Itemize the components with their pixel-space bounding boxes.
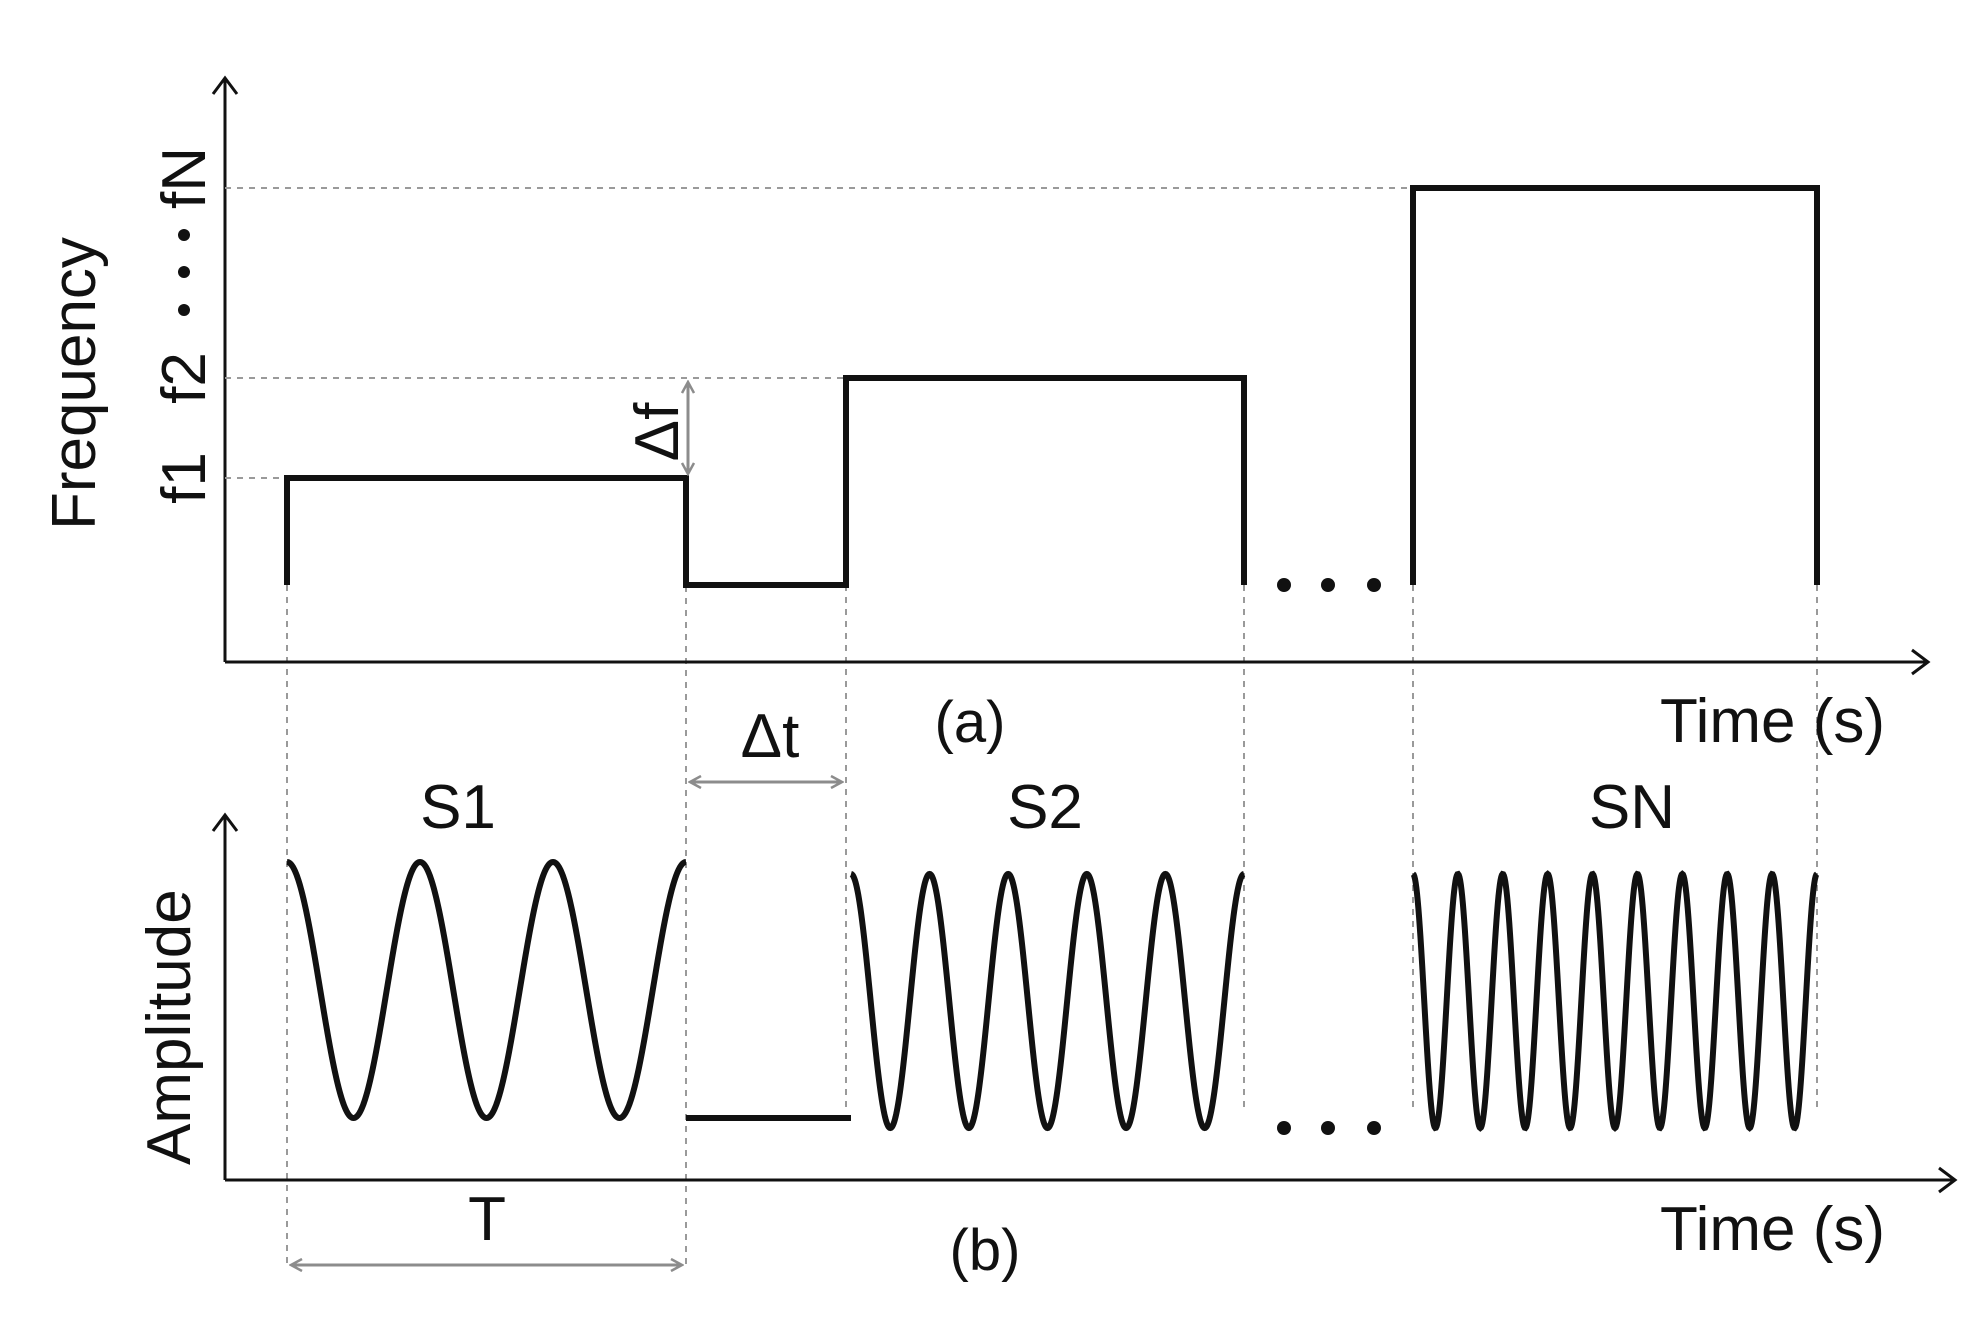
delta-f-label: Δf [623, 402, 692, 461]
panel-a-time-label: Time (s) [1660, 687, 1885, 756]
segment-label-s1: S1 [420, 773, 496, 842]
tick-ellipsis-dots [178, 229, 190, 316]
period-label: T [468, 1185, 506, 1254]
panel-a-caption: (a) [935, 690, 1006, 755]
frequency-step-trace-1 [284, 375, 1247, 588]
delta-t-label: Δt [741, 702, 800, 771]
sn-waveform [1410, 870, 1820, 1132]
panel-b: S1 S2 SN Δt T Amplitude (b) Time (s) [135, 702, 1958, 1283]
vertical-guides [286, 478, 1818, 1265]
panel-b-caption: (b) [950, 1218, 1021, 1283]
ellipsis-dots-a [1277, 578, 1381, 592]
fn-tick-label: fN [150, 147, 219, 209]
amplitude-axis-label: Amplitude [135, 889, 204, 1165]
panel-b-time-label: Time (s) [1660, 1195, 1885, 1264]
f1-tick-label: f1 [150, 452, 219, 504]
frequency-axis-label: Frequency [40, 237, 109, 530]
frequency-step-trace-n [1410, 185, 1820, 585]
s1-waveform [286, 858, 687, 1122]
f2-tick-label: f2 [150, 352, 219, 404]
ellipsis-dots-b [1277, 1121, 1381, 1135]
panel-b-y-axis [211, 812, 239, 1180]
segment-label-sn: SN [1589, 773, 1675, 842]
panel-a-y-axis [211, 75, 239, 662]
s2-waveform [849, 870, 1246, 1132]
panel-a-x-axis [225, 648, 1931, 676]
segment-label-s2: S2 [1007, 773, 1083, 842]
panel-a: Δf Frequency f1 f2 fN (a) Time (s) [40, 75, 1931, 756]
panel-b-x-axis [225, 1166, 1958, 1194]
